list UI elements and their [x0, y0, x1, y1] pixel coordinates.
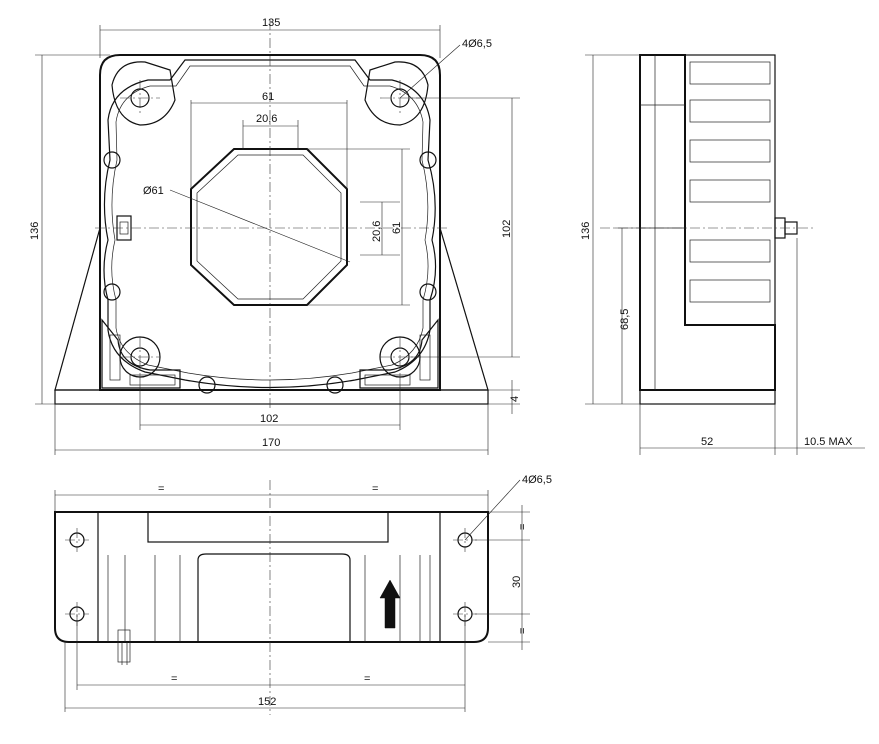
bottom-right-foot-detail — [359, 318, 439, 389]
side-view: 136 68,5 52 10.5 MAX — [580, 54, 865, 455]
bottom-right-slot-2 — [364, 374, 411, 386]
hole-leader-front — [399, 44, 461, 99]
fin-3 — [689, 139, 771, 163]
screw-bottom-right — [326, 376, 344, 394]
dim-label-hole-spacing-horizontal: 152 — [258, 696, 276, 708]
dim-label-hole-note-bottom: 4Ø6,5 — [522, 474, 552, 486]
dim-label-flat-height: 20,6 — [371, 221, 383, 242]
screw-left-lower — [103, 283, 121, 301]
dim-label-hole-vertical-spacing: 102 — [501, 220, 513, 238]
dim-label-hole-note-front: 4Ø6,5 — [462, 38, 492, 50]
side-fins-region — [684, 54, 776, 326]
dim-label-base-width: 170 — [262, 437, 280, 449]
current-direction-arrow-icon — [379, 579, 401, 629]
front-view: 135 4Ø6,5 61 20,6 Ø61 20,6 61 102 — [29, 17, 521, 455]
bottom-outline — [54, 511, 489, 643]
dim-label-equal-right: = — [372, 483, 378, 495]
bottom-view: = = 4Ø6,5 = 30 = = = 152 — [54, 474, 552, 715]
dim-label-hole-horizontal-spacing: 102 — [260, 413, 278, 425]
left-foot-gusset — [54, 227, 101, 391]
dim-label-depth: 52 — [701, 436, 713, 448]
mounting-hole-bottom-left — [130, 347, 150, 367]
bottom-central-pocket — [197, 553, 351, 643]
base-plate — [54, 389, 489, 405]
fin-4 — [689, 179, 771, 203]
dim-label-equal-left: = — [158, 483, 164, 495]
top-left-lobe — [111, 61, 176, 126]
housing-outline — [99, 54, 441, 391]
dim-label-equal-bottom-right: = — [364, 673, 370, 685]
screw-right-upper — [419, 151, 437, 169]
dim-label-opening-height: 61 — [391, 222, 403, 234]
dim-label-opening-diameter: Ø61 — [143, 185, 164, 197]
screw-bottom-left — [198, 376, 216, 394]
dim-label-terminal-length: 10.5 MAX — [804, 436, 853, 448]
dim-label-flat-width: 20,6 — [256, 113, 277, 125]
bottom-top-band — [147, 511, 389, 543]
screw-left-upper — [103, 151, 121, 169]
mounting-hole-bottom-right — [390, 347, 410, 367]
dim-label-equal-top: = — [517, 524, 529, 530]
top-right-lobe — [364, 61, 429, 126]
bottom-connector — [117, 629, 131, 663]
dim-label-side-height: 136 — [580, 222, 592, 240]
dim-label-hole-spacing-vertical: 30 — [511, 576, 523, 588]
bottom-left-slot-2 — [129, 374, 176, 386]
fin-1 — [689, 61, 771, 85]
hole-leader-bottom — [464, 479, 521, 541]
dim-label-overall-width: 135 — [262, 17, 280, 29]
dim-label-equal-lower: = — [517, 628, 529, 634]
dim-label-opening-width: 61 — [262, 91, 274, 103]
bottom-left-foot-detail — [101, 318, 181, 389]
fin-2 — [689, 99, 771, 123]
diameter-line — [169, 189, 351, 263]
fin-5 — [689, 239, 771, 263]
primary-aperture-inner — [196, 154, 342, 300]
dim-label-overall-height: 136 — [29, 222, 41, 240]
inner-frame-inner — [111, 65, 429, 381]
side-base — [639, 389, 776, 405]
dim-label-center-height: 68,5 — [619, 309, 631, 330]
fin-6 — [689, 279, 771, 303]
screw-right-lower — [419, 283, 437, 301]
dim-label-equal-bottom-left: = — [171, 673, 177, 685]
right-foot-gusset — [439, 227, 489, 391]
primary-aperture — [190, 148, 348, 306]
dim-label-base-thickness: 4 — [509, 396, 521, 402]
